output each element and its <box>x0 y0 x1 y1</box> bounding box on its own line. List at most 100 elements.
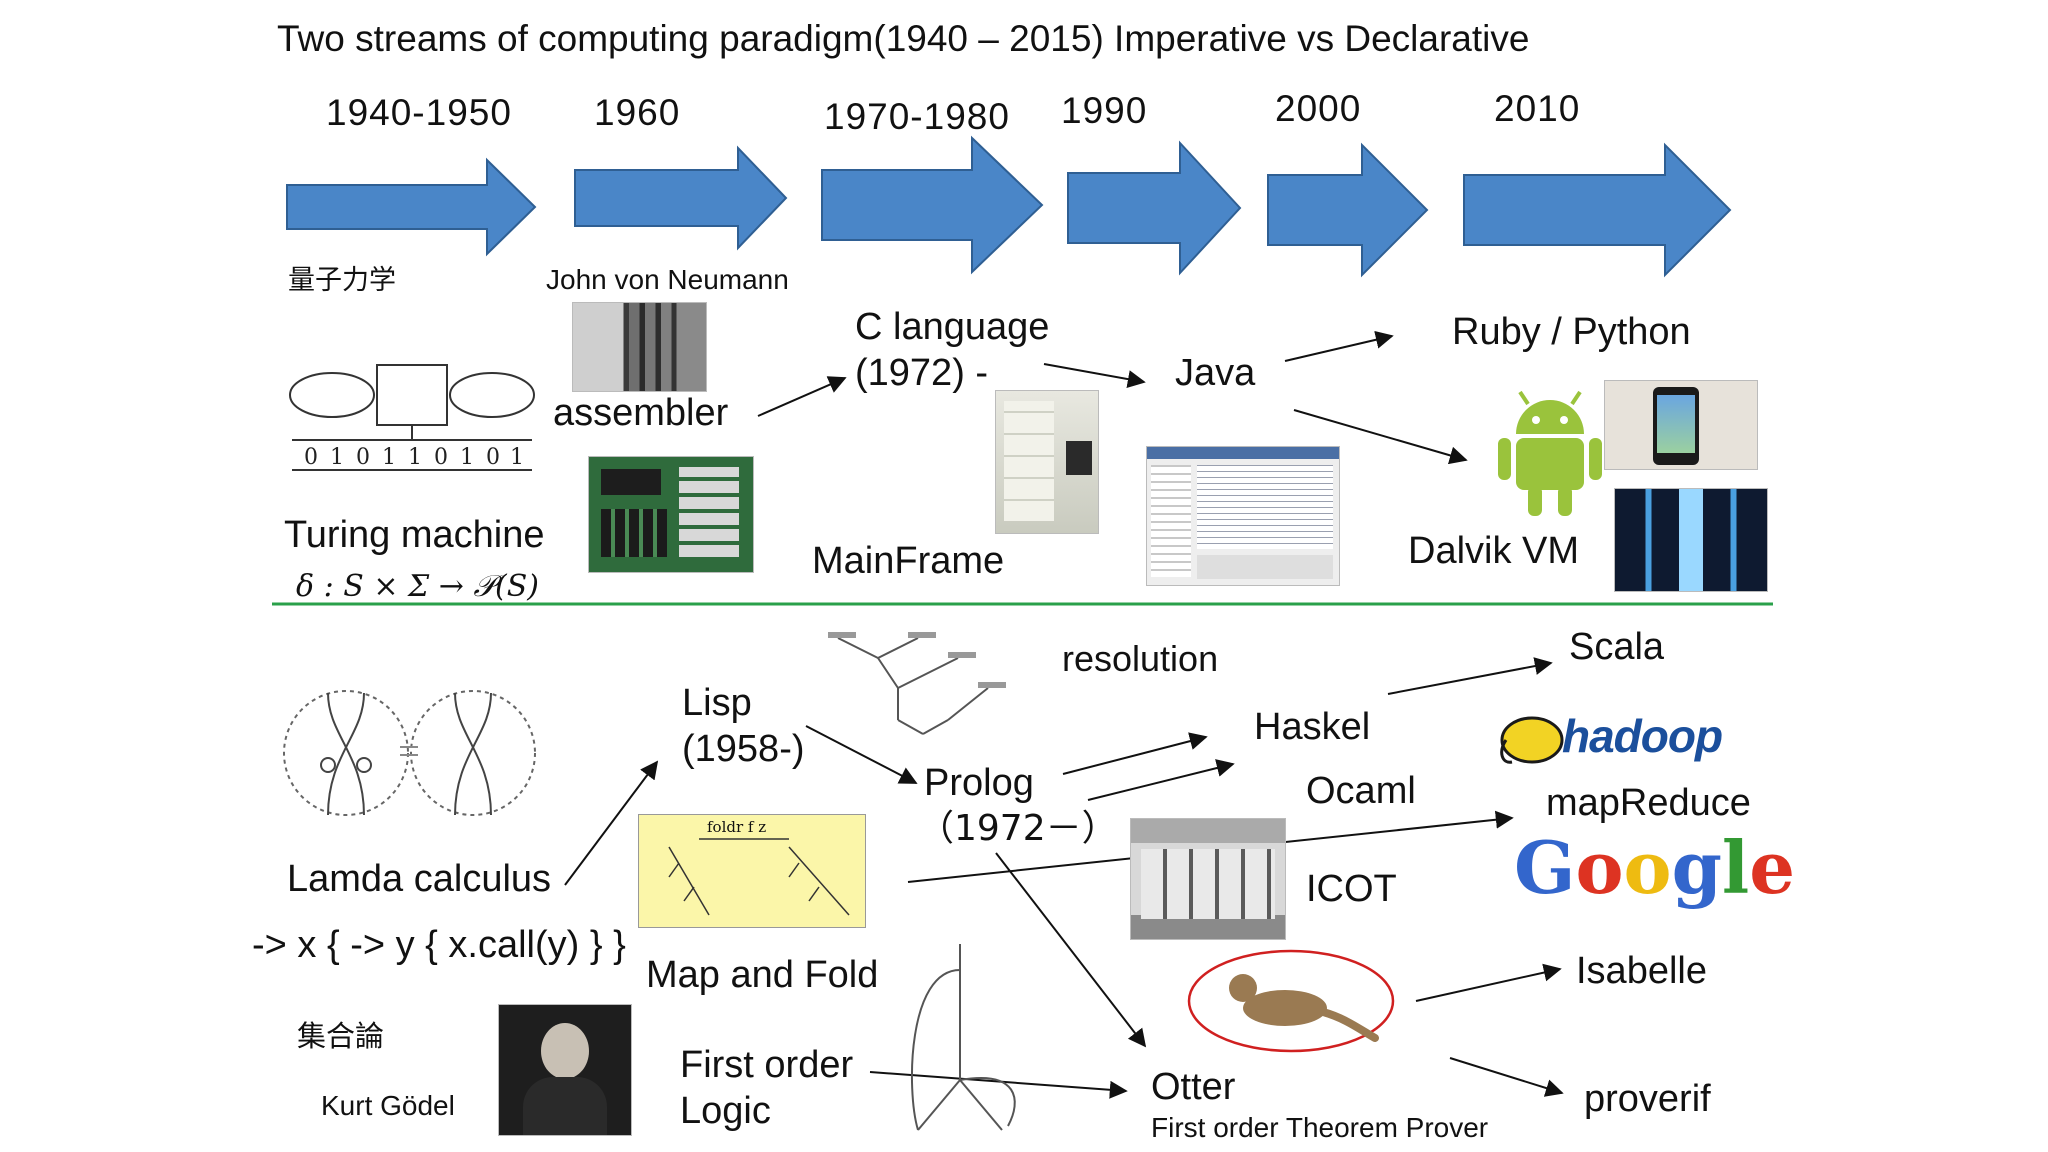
svg-text:1: 1 <box>408 445 422 470</box>
mapreduce-label: mapReduce <box>1546 782 1751 824</box>
von-neumann-photo <box>572 302 707 392</box>
hadoop-wordmark: hadoop <box>1562 710 1723 762</box>
google-letter-g2: g <box>1671 825 1722 910</box>
lambda-diagram <box>278 665 538 835</box>
datacenter-photo <box>1614 488 1768 592</box>
kurt-godel-label: Kurt Gödel <box>321 1090 455 1121</box>
svg-text:1: 1 <box>382 445 396 470</box>
proof-tree-drawing <box>911 944 1016 1131</box>
timeline-arrow-3 <box>821 135 1044 275</box>
svg-text:1: 1 <box>460 445 474 470</box>
otter-drawing <box>1187 949 1395 1053</box>
google-letter-o2: o <box>1623 825 1672 910</box>
natural-deduction-tree <box>898 930 1028 1140</box>
turing-machine-label: Turing machine <box>284 514 545 556</box>
android-logo <box>1494 382 1606 522</box>
timeline-arrow-1 <box>286 157 537 257</box>
java-label: Java <box>1175 352 1256 394</box>
arrow-assembler-to-c <box>757 376 847 417</box>
foldr-tree-drawing <box>668 838 850 916</box>
google-logo: Google <box>1514 832 1795 912</box>
kurt-godel-photo <box>498 1004 632 1136</box>
google-letter-e: e <box>1749 825 1796 910</box>
year-label-1940: 1940-1950 <box>326 92 512 133</box>
google-letter-o1: o <box>1575 825 1624 910</box>
google-letter-l: l <box>1721 825 1750 910</box>
lambda-calculus-label: Lamda calculus <box>287 858 552 900</box>
lisp-label-line1: Lisp <box>682 682 752 724</box>
arrow-prolog-to-otter <box>995 852 1147 1048</box>
quantum-mechanics-label: 量子力学 <box>288 265 396 296</box>
arrow-lisp-to-prolog <box>805 725 918 784</box>
set-theory-label: 集合論 <box>297 1019 385 1053</box>
c-language-label-line1: C language <box>855 306 1050 348</box>
haskel-label: Haskel <box>1254 706 1371 748</box>
c-language-label-line2: (1972) - <box>855 352 989 394</box>
prolog-label-line1: Prolog <box>924 762 1034 804</box>
svg-text:0: 0 <box>304 445 318 470</box>
timeline-arrow-6 <box>1463 142 1732 278</box>
assembler-label: assembler <box>553 392 729 434</box>
map-and-fold-label: Map and Fold <box>646 954 879 996</box>
circuit-board-photo <box>588 456 754 573</box>
page-title: Two streams of computing paradigm(1940 –… <box>277 18 1530 59</box>
smartphone-photo <box>1604 380 1758 470</box>
hadoop-logo: hadoop <box>1496 708 1758 768</box>
svg-text:1: 1 <box>510 445 524 470</box>
svg-text:0: 0 <box>486 445 500 470</box>
arrow-otter-to-proverif <box>1449 1057 1564 1097</box>
resolution-label: resolution <box>1062 638 1219 679</box>
year-label-2000: 2000 <box>1275 88 1362 129</box>
arrow-otter-to-isabelle <box>1415 963 1562 1002</box>
timeline-arrow-5 <box>1267 142 1429 278</box>
year-label-2010: 2010 <box>1494 88 1581 129</box>
year-label-1960: 1960 <box>594 92 681 133</box>
foldr-caption: foldr f z <box>707 818 767 836</box>
scala-label: Scala <box>1569 626 1665 668</box>
svg-text:0: 0 <box>356 445 370 470</box>
arrow-prolog-to-haskel-1 <box>1062 732 1208 775</box>
otter-subtitle: First order Theorem Prover <box>1151 1112 1489 1143</box>
timeline-arrow-2 <box>574 145 788 251</box>
first-order-label-line1: First order <box>680 1044 854 1086</box>
timeline-arrow-4 <box>1067 140 1242 276</box>
otter-label: Otter <box>1151 1066 1236 1108</box>
svg-text:1: 1 <box>330 445 344 470</box>
svg-text:0: 0 <box>434 445 448 470</box>
isabelle-label: Isabelle <box>1576 950 1707 992</box>
lambda-code: -> x { -> y { x.call(y) } } <box>252 924 626 966</box>
lambda-braid-drawing <box>283 690 536 816</box>
year-label-1970: 1970-1980 <box>824 96 1010 137</box>
von-neumann-label: John von Neumann <box>546 264 789 295</box>
arrow-java-to-ruby <box>1284 330 1394 362</box>
arrow-java-to-dalvik <box>1293 409 1468 465</box>
proverif-label: proverif <box>1584 1078 1711 1120</box>
hadoop-elephant-icon <box>1500 716 1564 764</box>
android-icon <box>1498 390 1602 516</box>
icot-computers-photo <box>1130 818 1286 940</box>
dalvik-vm-label: Dalvik VM <box>1408 530 1580 572</box>
icot-label: ICOT <box>1306 868 1397 910</box>
lisp-label-line2: (1958-) <box>682 728 805 770</box>
prolog-label-line2: （1972－） <box>918 808 1118 849</box>
ocaml-label: Ocaml <box>1306 770 1416 812</box>
year-label-1990: 1990 <box>1061 90 1148 131</box>
connector-arrows <box>564 330 1564 1099</box>
resolution-tree-diagram <box>828 630 1048 740</box>
mainframe-photo <box>995 390 1099 534</box>
first-order-label-line2: Logic <box>680 1090 771 1132</box>
mainframe-label: MainFrame <box>812 540 1005 582</box>
timeline-arrows <box>286 135 1732 278</box>
arrow-c-to-java <box>1043 363 1146 388</box>
ruby-python-label: Ruby / Python <box>1452 311 1691 353</box>
arrow-haskel-to-scala <box>1387 657 1553 695</box>
google-letter-g: G <box>1514 825 1576 910</box>
arrow-prolog-to-haskel-2 <box>1087 759 1235 801</box>
foldr-diagram: foldr f z <box>638 814 866 928</box>
resolution-tree-drawing <box>828 632 1006 735</box>
otter-image <box>1185 946 1397 1056</box>
turing-formula: δ : S × Σ → 𝒫(S) <box>296 569 540 604</box>
